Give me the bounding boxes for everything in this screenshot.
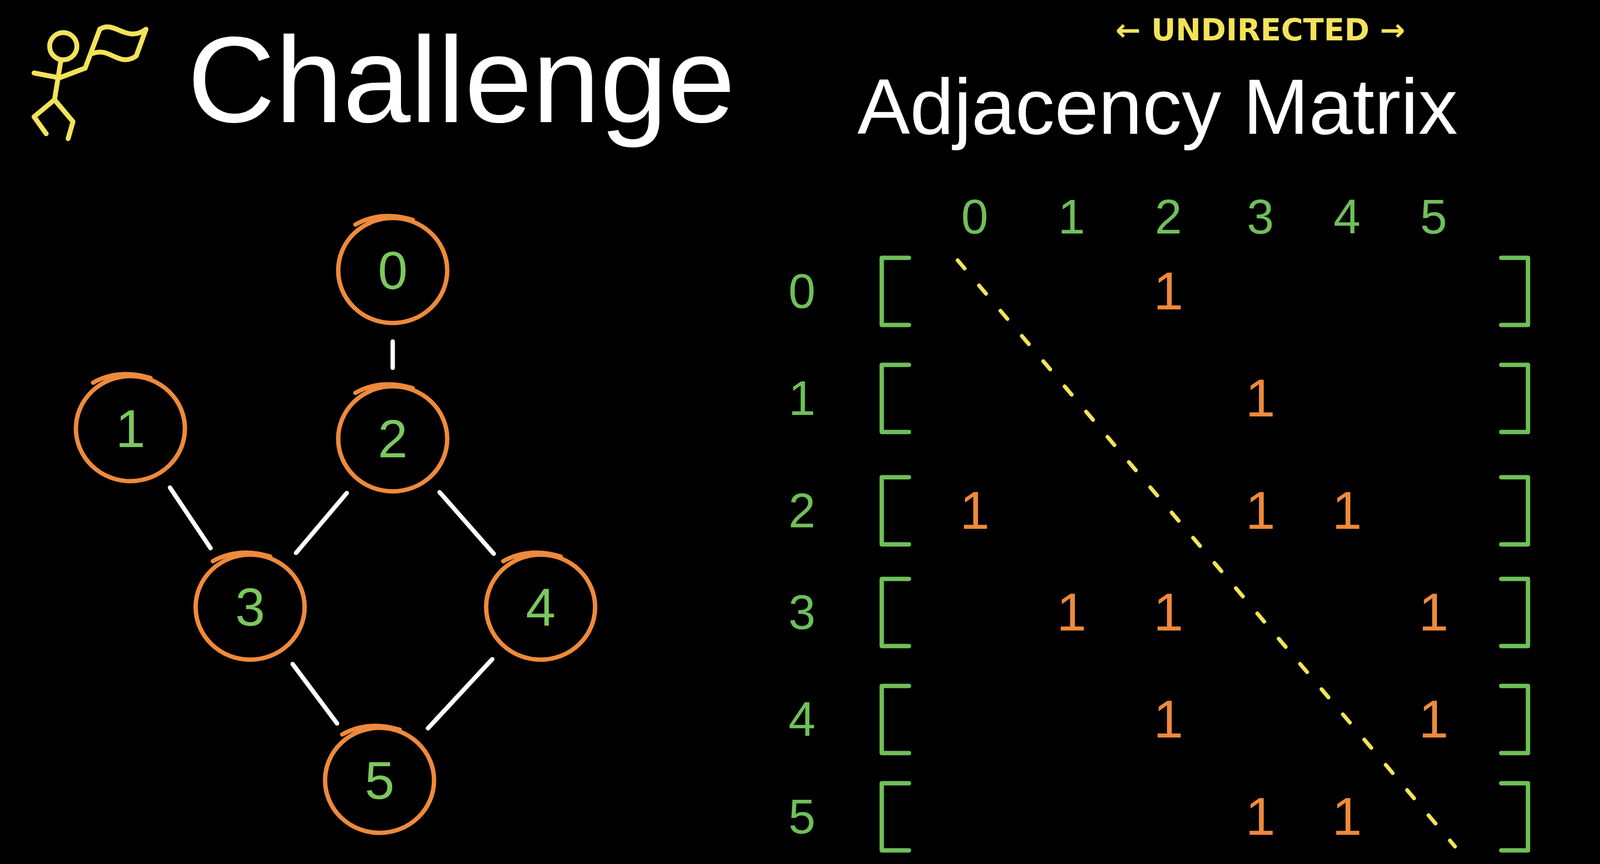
vertex-outline-tail [355,384,413,394]
column-index: 2 [1154,192,1182,241]
graph-edge [292,664,337,724]
vertex-outline [338,218,448,324]
row-index: 5 [788,792,816,841]
matrix-cell: 1 [1056,585,1087,639]
slide-title: Challenge [187,19,736,142]
undirected-note: ← UNDIRECTED → [1115,15,1406,46]
vertex-outline [486,554,596,660]
diagonal-guide [957,260,1455,847]
vertex-outline-tail [92,374,151,383]
row-index: 4 [788,694,816,744]
vertex-label: 2 [377,412,408,466]
column-index: 1 [1057,192,1086,241]
graph-vertex: 5 [322,723,437,838]
row-index: 3 [788,587,816,637]
vertex-label: 0 [377,243,408,298]
matrix-cell: 1 [1245,789,1275,844]
graph-edge [390,341,396,368]
graph-edge [427,659,492,729]
vertex-label: 5 [364,753,395,808]
row-index: 1 [788,373,816,423]
column-index: 4 [1333,192,1361,241]
graph-edge [169,487,211,548]
vertex-label: 4 [525,580,556,635]
vertex-outline-tail [342,726,400,735]
matrix-cell: 1 [1331,789,1362,844]
graph-vertex: 0 [335,213,451,328]
vertex-outline [325,727,435,834]
graph-vertex: 4 [483,549,599,665]
matrix-brackets [881,257,1528,851]
vertex-outline-tail [503,552,561,562]
matrix-cell: 1 [1153,585,1183,639]
vertex-outline-tail [212,552,271,562]
matrix-cell: 1 [1153,692,1183,746]
row-index: 2 [788,486,816,535]
graph-edge [295,492,347,553]
matrix-cell: 1 [1418,692,1449,746]
row-index: 0 [788,266,816,316]
matrix-cell: 1 [1245,483,1275,538]
matrix-heading: Adjacency Matrix [857,67,1458,146]
graph-edge [439,492,494,555]
graph-vertex: 3 [192,549,308,665]
column-index: 3 [1246,192,1274,241]
challenge-icon [34,26,146,139]
matrix-cell: 1 [1153,264,1183,318]
matrix-cell: 1 [1245,371,1275,425]
column-index: 0 [961,192,989,241]
graph-vertex: 2 [335,381,451,497]
vertex-outline [338,386,448,492]
matrix-cell: 1 [959,483,990,538]
column-index: 5 [1419,192,1448,241]
graph-vertex: 1 [72,371,188,487]
vertex-label: 1 [115,401,146,456]
vertex-outline [195,554,305,660]
matrix-cell: 1 [1331,483,1362,538]
vertex-outline [75,376,185,482]
matrix-cell: 1 [1418,585,1449,639]
vertex-label: 3 [235,580,265,635]
vertex-outline-tail [355,216,413,225]
